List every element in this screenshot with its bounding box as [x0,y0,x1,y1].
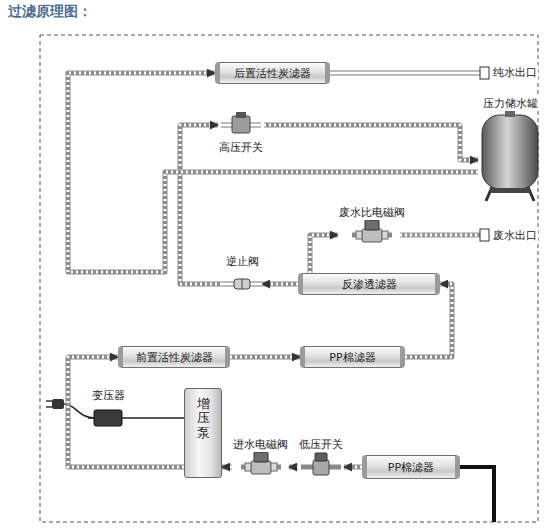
pipe-outer [344,465,362,470]
storage-tank: 压力储水罐 [478,96,542,203]
water-pipe [262,284,298,285]
pipe-outer [68,73,478,272]
pipe-outer [262,282,298,287]
filter-cartridge: PP棉滤器 [362,455,460,479]
flow-arrow [344,467,362,468]
pipe-braid [230,356,300,359]
pump-label: 增压泵 [197,397,210,440]
component-box: 逆止阀 [222,254,262,299]
flow-arrow [230,357,300,358]
component-label: 低压开关 [298,437,344,452]
pipe-outer [310,235,338,273]
pipe-outer [180,125,222,284]
pipe-outer [289,465,298,470]
diagram-title: 过滤原理图： [8,3,92,21]
water-pipe [264,125,478,160]
switch-icon [221,110,261,140]
power-wire [128,418,184,419]
check-icon [222,269,262,299]
filter-cartridge: 反渗透滤器 [298,273,440,295]
component-label: 进水电磁阀 [232,437,289,452]
component-label: 逆止阀 [225,254,260,269]
pipe-braid [180,125,222,284]
filter-label: 后置活性炭滤器 [234,66,311,81]
outlet-label: 纯水出口 [492,65,538,80]
trans-icon [88,403,128,433]
filter-cartridge: 前置活性炭滤器 [118,346,230,368]
inlet-pipe [455,467,494,522]
outlet-port [480,67,489,79]
sol-icon [241,452,281,482]
flow-arrow [262,284,298,285]
sol-icon [352,220,392,250]
lowsw-icon [301,452,341,482]
flow-arrow [68,73,478,272]
flow-arrow [180,125,222,284]
outlet-label: 废水出口 [492,228,538,243]
component-box: 变压器 [88,388,128,433]
flow-arrow [222,467,232,468]
pipe-braid [264,125,478,160]
component-label: 高压开关 [218,140,264,155]
filter-cartridge: 后置活性炭滤器 [215,62,330,84]
tank-label: 压力储水罐 [482,96,539,111]
filter-label: PP棉滤器 [329,350,375,365]
component-box: 废水比电磁阀 [338,205,406,250]
pipe-braid [289,466,298,469]
pipe-braid [68,73,478,272]
water-pipe [230,357,300,358]
flow-arrow [68,357,184,467]
pipe-braid [262,283,298,286]
flow-arrow [310,235,338,273]
power-plug [46,399,64,409]
pure-water-pipe [330,73,480,74]
pipe-braid [222,466,232,469]
component-label: 废水比电磁阀 [338,205,406,220]
pipe-braid [68,357,184,467]
pipe-outer [68,357,184,467]
water-pipe [180,125,222,284]
water-pipe [289,467,298,468]
water-pipe [222,467,232,468]
waste-water-pipe [400,235,480,236]
booster-pump: 增压泵 [184,388,222,478]
dashed-frame [40,35,538,522]
water-pipe [344,467,362,468]
flow-arrow [289,467,298,468]
flow-arrow [264,125,478,160]
pipe-outer [222,465,232,470]
pipe-braid [344,466,362,469]
pipe-outer [230,355,300,360]
wire-line [128,417,184,419]
component-box: 低压开关 [298,437,344,482]
tank-icon [478,111,542,203]
filter-label: 前置活性炭滤器 [136,350,213,365]
pipe-outer [264,125,478,160]
component-box: 高压开关 [218,110,264,155]
filter-cartridge: PP棉滤器 [300,346,405,368]
pipe-braid [310,235,338,273]
filter-label: PP棉滤器 [388,460,434,475]
water-pipe [68,73,478,272]
component-label: 变压器 [91,388,126,403]
water-pipe [310,235,338,273]
component-box: 进水电磁阀 [232,437,289,482]
water-pipe [68,357,184,467]
outlet-port [480,229,489,241]
filter-label: 反渗透滤器 [342,277,397,292]
